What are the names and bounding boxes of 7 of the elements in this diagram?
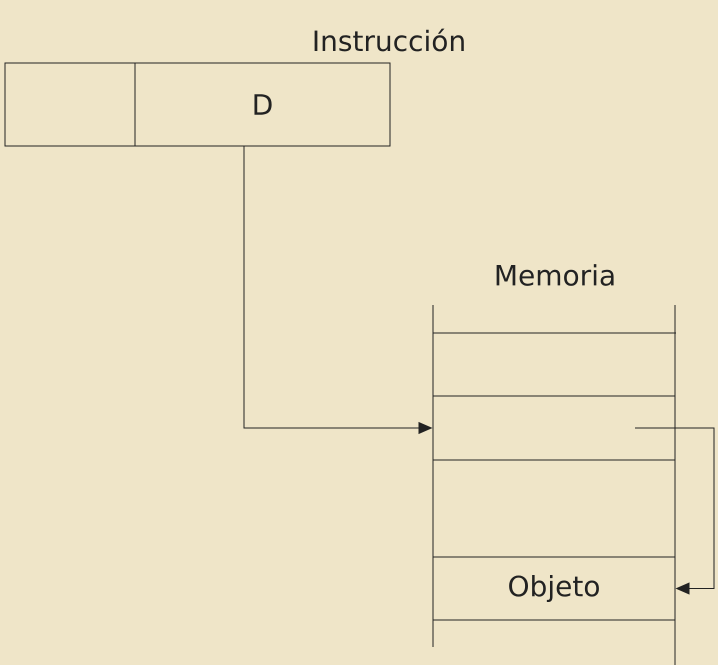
instruction-field: D [134,62,390,146]
arrow [634,428,714,595]
instruction-field [4,62,136,146]
heading: Instrucción [314,28,464,52]
memory-cell: Objeto [432,556,676,620]
memory-cell [432,396,676,460]
heading: Memoria [496,264,614,286]
